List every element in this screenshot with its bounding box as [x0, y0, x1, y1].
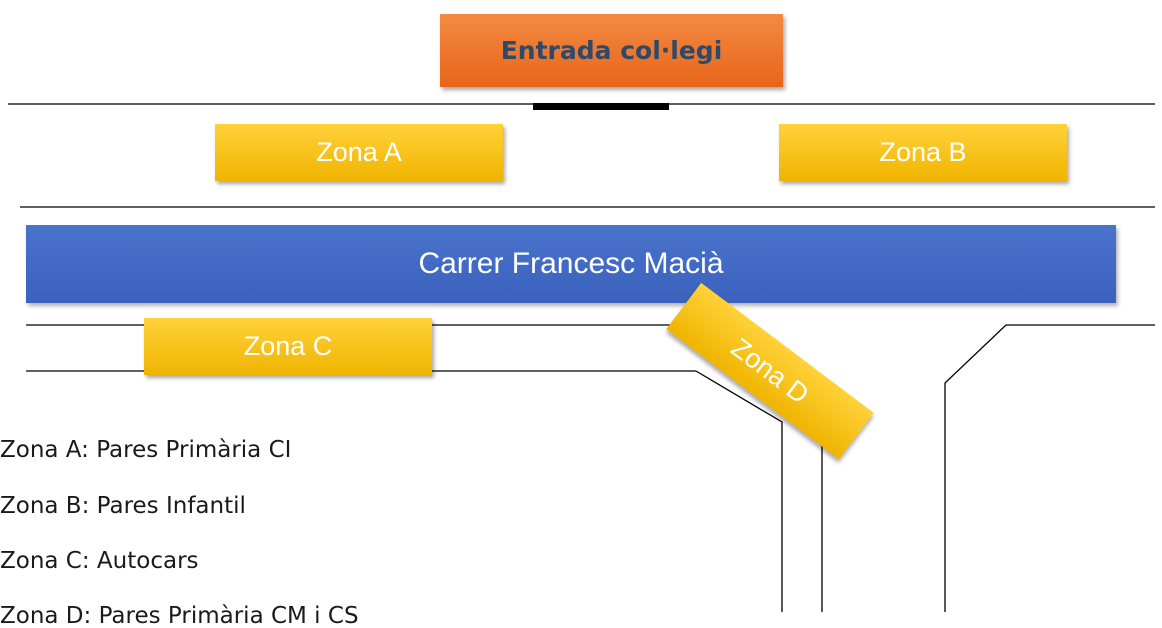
street-francesc-macia: Carrer Francesc Macià	[26, 225, 1116, 303]
legend-zone-d: Zona D: Pares Primària CM i CS	[0, 603, 359, 628]
road-outer-left-line	[695, 370, 783, 612]
zone-b-box: Zona B	[779, 124, 1067, 181]
legend-zone-b: Zona B: Pares Infantil	[0, 493, 246, 519]
zone-c-box: Zona C	[144, 318, 432, 375]
road-right-line	[944, 324, 1155, 612]
legend-zone-c: Zona C: Autocars	[0, 548, 199, 574]
zone-a-box: Zona A	[215, 124, 503, 181]
entrance-gate	[533, 103, 669, 110]
legend-zone-a: Zona A: Pares Primària CI	[0, 437, 292, 463]
school-entrance-box: Entrada col·legi	[440, 14, 783, 87]
